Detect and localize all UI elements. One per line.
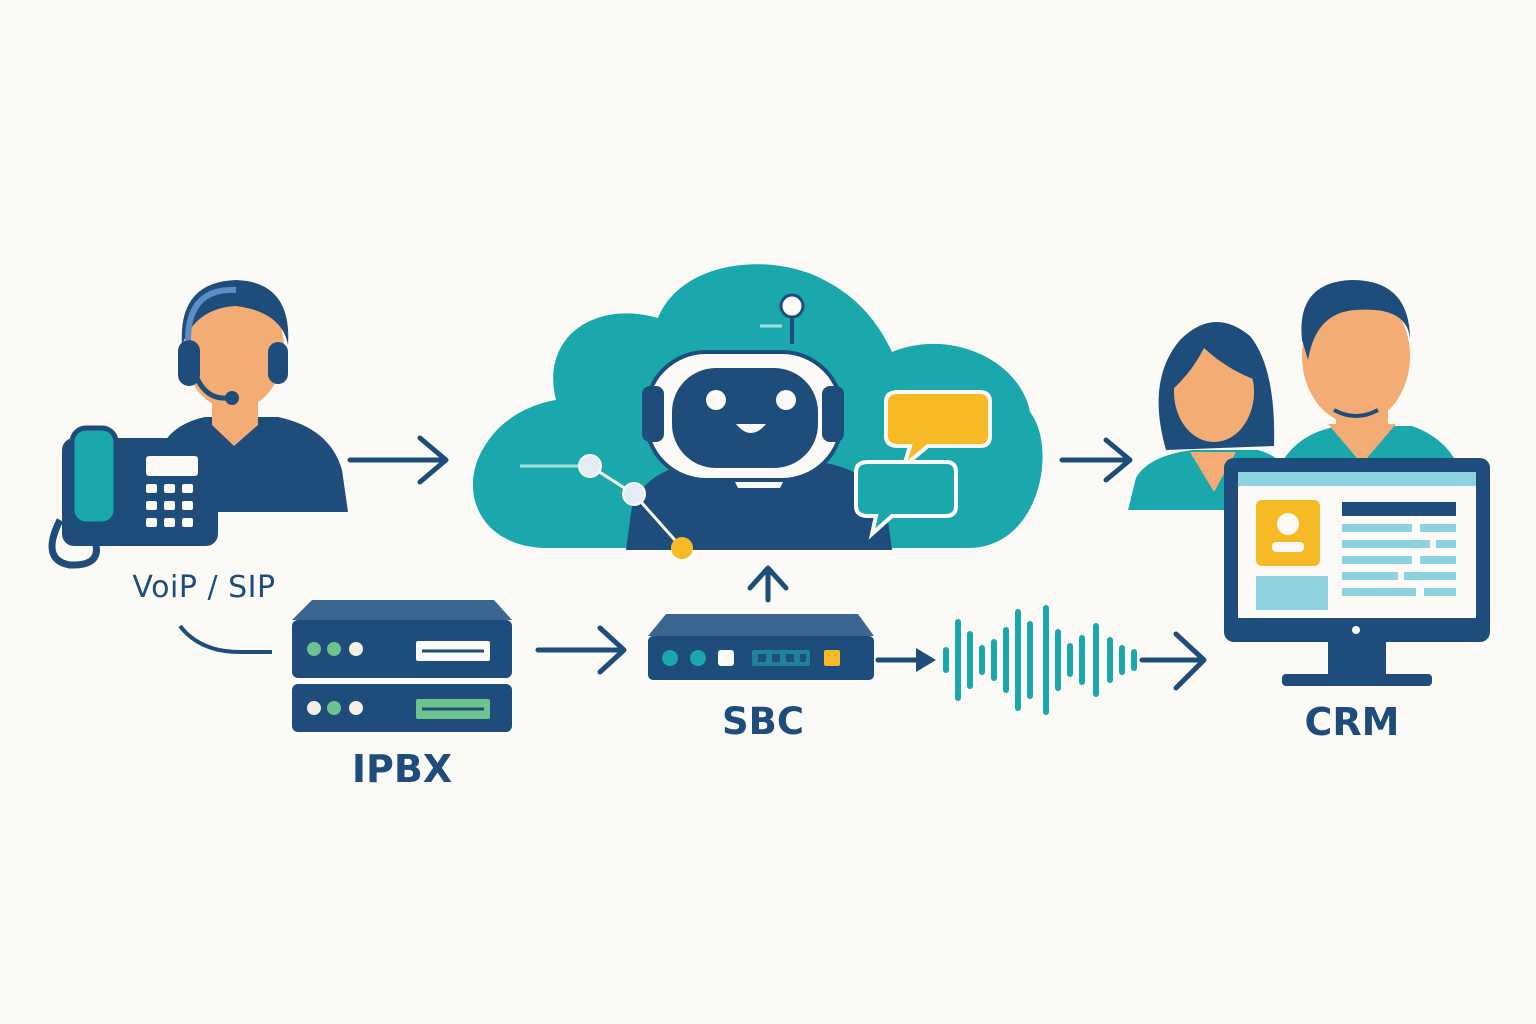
sound-wave-icon [943, 605, 1137, 715]
sbc-label: SBC [721, 700, 805, 743]
chat-bubble-icon [854, 390, 992, 540]
crm-label: CRM [1304, 700, 1400, 744]
monitor-crm-icon [1224, 458, 1490, 686]
voip-link-line [178, 624, 272, 654]
robot-icon [578, 293, 892, 559]
server-rack-icon [292, 600, 512, 732]
sbc-device-icon [648, 614, 874, 680]
voip-sip-label: VoiP / SIP [132, 570, 276, 605]
ipbx-label: IPBX [351, 747, 453, 791]
desk-phone-icon [48, 425, 218, 569]
